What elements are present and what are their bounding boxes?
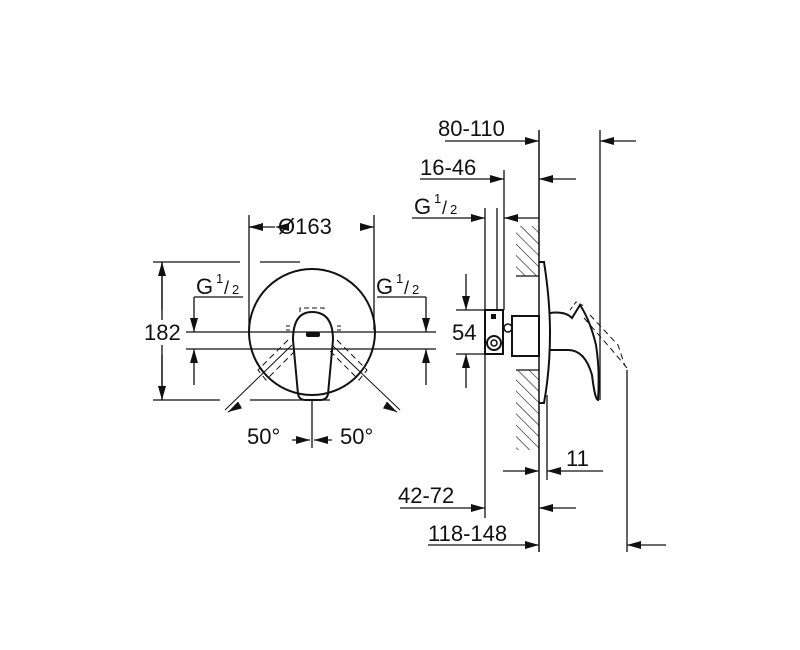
right-connection-g: G <box>376 274 393 299</box>
dim-118-148: 118-148 <box>428 521 507 546</box>
svg-text:/: / <box>442 198 447 218</box>
side-view <box>400 130 666 552</box>
side-connection-g: G <box>414 194 431 219</box>
wall-hatch-top <box>516 226 539 276</box>
valve-body <box>484 309 504 355</box>
dim-11: 11 <box>566 446 589 471</box>
lever-handle <box>291 310 335 401</box>
angle-right-label: 50° <box>340 424 373 449</box>
svg-text:2: 2 <box>412 282 419 297</box>
labels: Ø163 182 G 1 / 2 G 1 / 2 50° 50° 80-110 … <box>144 116 589 546</box>
dim-80-110: 80-110 <box>438 116 505 141</box>
dim-16-46: 16-46 <box>420 155 476 180</box>
lever-handle-side <box>549 303 600 402</box>
svg-text:/: / <box>224 278 229 298</box>
svg-text:/: / <box>404 278 409 298</box>
dim-54: 54 <box>452 320 476 345</box>
svg-text:2: 2 <box>450 202 457 217</box>
dim-42-72: 42-72 <box>398 483 454 508</box>
left-connection-g: G <box>196 274 213 299</box>
height-label: 182 <box>144 320 181 345</box>
svg-text:1: 1 <box>396 271 403 286</box>
svg-text:2: 2 <box>232 282 239 297</box>
front-view <box>153 215 436 448</box>
wall-hatch-bottom <box>516 370 539 450</box>
svg-text:1: 1 <box>216 271 223 286</box>
diameter-label: Ø163 <box>278 214 332 239</box>
svg-text:1: 1 <box>434 191 441 206</box>
angle-left-label: 50° <box>247 424 280 449</box>
